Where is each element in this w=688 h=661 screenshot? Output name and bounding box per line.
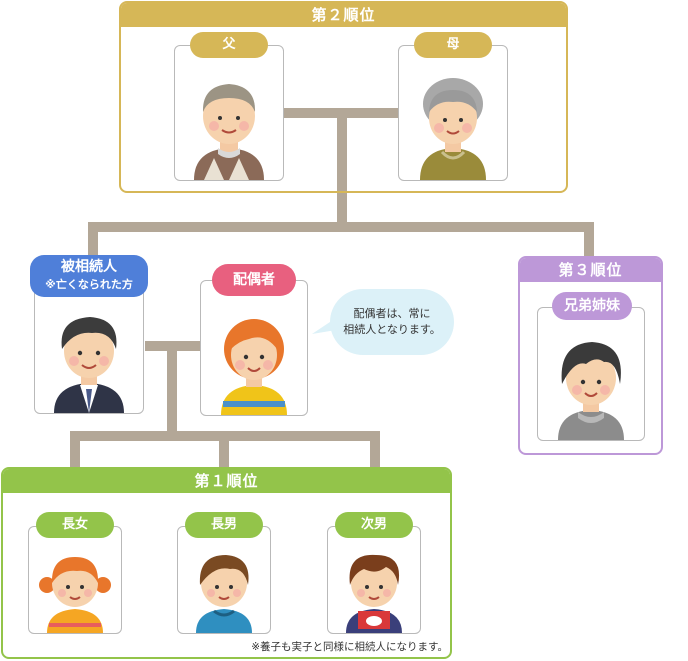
spouse-illustration — [201, 305, 307, 415]
spouse-speech-bubble: 配偶者は、常に 相続人となります。 — [330, 289, 454, 355]
mother-card — [398, 45, 508, 181]
mother-illustration — [399, 68, 507, 180]
child3-drop-line — [370, 431, 380, 469]
rank3-header: 第３順位 — [520, 258, 661, 282]
father-card — [174, 45, 284, 181]
deceased-card — [34, 280, 144, 414]
spouse-bubble-line1: 配偶者は、常に — [353, 307, 431, 320]
child1-drop-line — [70, 431, 80, 469]
spouse-card — [200, 280, 308, 416]
spouse-bubble-line2: 相続人となります。 — [343, 323, 441, 336]
mother-label: 母 — [414, 32, 492, 58]
second-son-illustration — [328, 545, 420, 633]
deceased-label: 被相続人 ※亡くなられた方 — [30, 255, 148, 297]
siblings-drop-line — [584, 222, 594, 258]
children-down-line — [167, 341, 177, 439]
second-son-label: 次男 — [335, 512, 413, 538]
speech-bubble-tail — [312, 318, 336, 334]
adopted-child-note: ※養子も実子と同様に相続人になります。 — [251, 641, 448, 653]
deceased-illustration — [35, 305, 143, 413]
parents-down-line — [337, 113, 347, 232]
deceased-label-note: ※亡くなられた方 — [45, 278, 133, 291]
rank1-header: 第１順位 — [3, 469, 450, 493]
father-illustration — [175, 68, 283, 180]
eldest-son-illustration — [178, 545, 270, 633]
spouse-label: 配偶者 — [212, 264, 296, 296]
child2-drop-line — [219, 431, 229, 469]
eldest-daughter-card — [28, 526, 122, 634]
eldest-son-label: 長男 — [185, 512, 263, 538]
generation-horizontal-line — [88, 222, 594, 232]
rank2-group: 第２順位 — [119, 1, 568, 193]
father-label: 父 — [190, 32, 268, 58]
eldest-son-card — [177, 526, 271, 634]
siblings-label: 兄弟姉妹 — [552, 292, 632, 320]
rank2-header: 第２順位 — [121, 3, 566, 27]
siblings-card — [537, 307, 645, 441]
rank1-group: 第１順位 — [1, 467, 452, 659]
rank3-group: 第３順位 — [518, 256, 663, 455]
siblings-illustration — [538, 330, 644, 440]
eldest-daughter-label: 長女 — [36, 512, 114, 538]
deceased-label-title: 被相続人 — [61, 259, 117, 275]
second-son-card — [327, 526, 421, 634]
eldest-daughter-illustration — [29, 545, 121, 633]
deceased-drop-line — [88, 222, 98, 262]
